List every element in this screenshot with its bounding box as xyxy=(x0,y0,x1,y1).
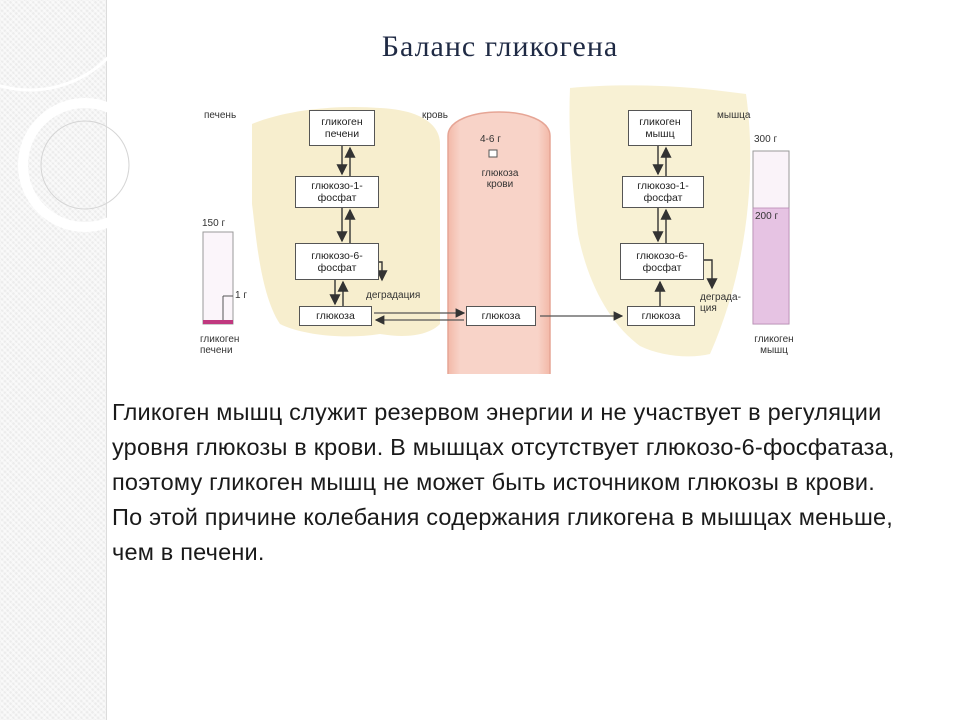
blood-label: кровь xyxy=(422,110,449,121)
diagram-graphics xyxy=(202,85,790,374)
muscle-tissue xyxy=(569,85,751,357)
liver-bar-min-value: 1 г xyxy=(235,290,247,301)
blood-glucose-label: глюкоза крови xyxy=(481,168,519,190)
liver-glycogen-box: гликоген печени xyxy=(309,110,375,146)
muscle-bar-level xyxy=(752,207,790,325)
liver-g1p-box: глюкозо-1-фосфат xyxy=(295,176,379,208)
muscle-glycogen-box: гликоген мышц xyxy=(628,110,692,146)
liver-label: печень xyxy=(204,110,237,121)
liver-glucose-box: глюкоза xyxy=(299,306,372,326)
liver-g6p-box: глюкозо-6-фосфат xyxy=(295,243,379,280)
slide-title: Баланс гликогена xyxy=(381,30,619,63)
muscle-g6p-box: глюкозо-6-фосфат xyxy=(620,243,704,280)
muscle-bar-caption: гликоген мышц xyxy=(754,334,794,356)
blood-amount: 4-6 г xyxy=(480,134,501,145)
liver-bar-caption: гликоген печени xyxy=(200,334,240,356)
muscle-bar-top-value: 300 г xyxy=(754,134,778,145)
blood-vessel xyxy=(448,112,550,374)
muscle-bar-level-value: 200 г xyxy=(755,211,779,222)
blood-glucose-box: глюкоза xyxy=(466,306,536,326)
muscle-degradation-label: деграда-ция xyxy=(700,292,741,314)
glycogen-balance-diagram: печень кровь мышца гликоген печени глюко… xyxy=(190,84,810,374)
muscle-glucose-box: глюкоза xyxy=(627,306,695,326)
muscle-g1p-box: глюкозо-1-фосфат xyxy=(622,176,704,208)
body-text: Гликоген мышц служит резервом энергии и … xyxy=(112,399,895,565)
decorative-circles xyxy=(0,22,130,232)
liver-degradation-label: деградация xyxy=(366,290,421,301)
liver-bar-level xyxy=(203,320,233,324)
liver-bar-top-value: 150 г xyxy=(202,218,226,229)
muscle-label: мышца xyxy=(717,110,751,121)
side-pattern-strip xyxy=(0,0,107,720)
